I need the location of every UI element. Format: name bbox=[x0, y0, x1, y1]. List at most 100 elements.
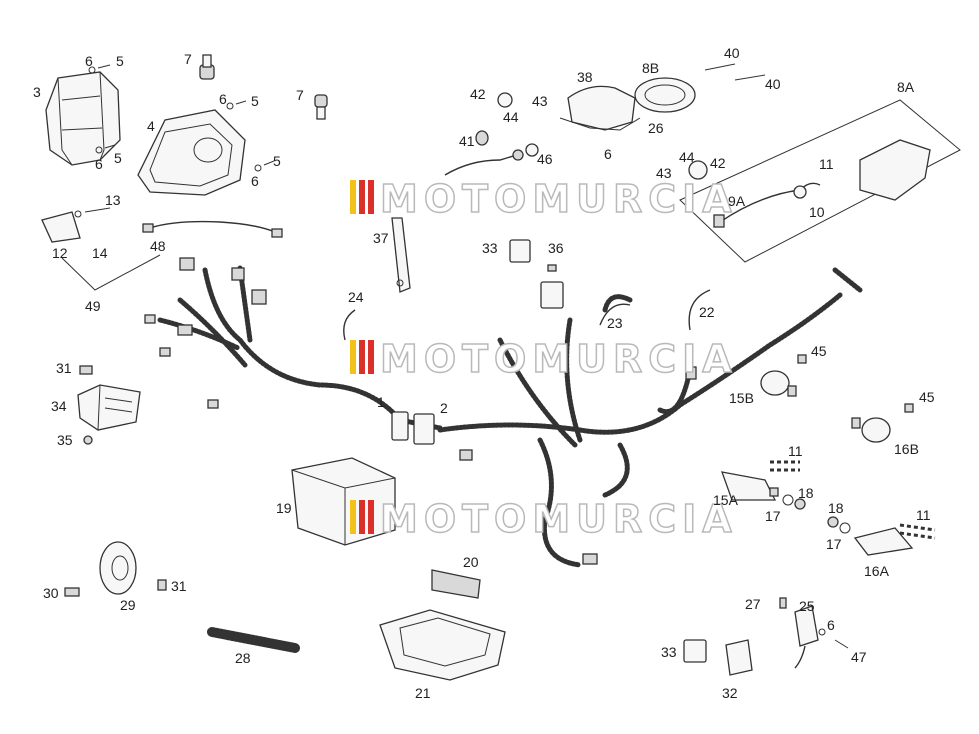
label-3: 3 bbox=[33, 84, 41, 100]
label-8b: 8B bbox=[642, 60, 659, 76]
relay-36 bbox=[540, 264, 564, 309]
wire-24 bbox=[343, 309, 356, 341]
label-33: 33 bbox=[482, 240, 498, 256]
label-5: 5 bbox=[251, 93, 259, 109]
svg-text:MOTOMURCIA: MOTOMURCIA bbox=[380, 497, 738, 541]
label-32: 32 bbox=[722, 685, 738, 701]
reflector-42 bbox=[497, 92, 708, 180]
label-11: 11 bbox=[916, 507, 931, 523]
svg-text:MOTOMURCIA: MOTOMURCIA bbox=[380, 337, 738, 381]
label-4: 4 bbox=[147, 118, 155, 134]
wire-23 bbox=[599, 303, 631, 326]
label-37: 37 bbox=[373, 230, 389, 246]
label-6: 6 bbox=[95, 156, 103, 172]
label-20: 20 bbox=[463, 554, 479, 570]
label-42: 42 bbox=[710, 155, 726, 171]
holder-32 bbox=[725, 639, 753, 676]
label-49: 49 bbox=[85, 298, 101, 314]
label-19: 19 bbox=[276, 500, 292, 516]
screws-11 bbox=[770, 460, 936, 540]
battery-tray-21 bbox=[379, 609, 506, 681]
spring-28 bbox=[207, 627, 300, 653]
label-28: 28 bbox=[235, 650, 251, 666]
label-17: 17 bbox=[826, 536, 842, 552]
label-11: 11 bbox=[788, 443, 803, 459]
label-44: 44 bbox=[503, 109, 519, 125]
label-48: 48 bbox=[150, 238, 166, 254]
label-2: 2 bbox=[440, 400, 448, 416]
label-18: 18 bbox=[828, 500, 844, 516]
label-16a: 16A bbox=[864, 563, 890, 579]
label-21: 21 bbox=[415, 685, 431, 701]
bulb-7a bbox=[199, 54, 215, 80]
label-41: 41 bbox=[459, 133, 475, 149]
label-1: 1 bbox=[377, 394, 385, 410]
rear-light-38 bbox=[559, 85, 641, 131]
label-6: 6 bbox=[219, 91, 227, 107]
detail-box-8a bbox=[679, 99, 961, 263]
label-5: 5 bbox=[114, 150, 122, 166]
label-11: 11 bbox=[819, 156, 834, 172]
connector-2 bbox=[413, 413, 435, 445]
label-29: 29 bbox=[120, 597, 136, 613]
label-36: 36 bbox=[548, 240, 564, 256]
label-10: 10 bbox=[809, 204, 825, 220]
label-15b: 15B bbox=[729, 390, 754, 406]
watermark-bottom: MOTOMURCIA bbox=[350, 496, 738, 542]
label-42: 42 bbox=[470, 86, 486, 102]
headlight-assembly-4 bbox=[137, 109, 246, 196]
label-13: 13 bbox=[105, 192, 121, 208]
label-30: 30 bbox=[43, 585, 59, 601]
label-25: 25 bbox=[799, 598, 815, 614]
strap-37 bbox=[391, 217, 411, 293]
label-9a: 9A bbox=[728, 193, 746, 209]
label-6: 6 bbox=[604, 146, 612, 162]
label-6: 6 bbox=[85, 53, 93, 69]
label-40: 40 bbox=[765, 76, 781, 92]
indicator-15b bbox=[760, 354, 807, 397]
regulator-34 bbox=[77, 365, 141, 445]
screws-and-washers bbox=[88, 64, 275, 172]
indicator-15a bbox=[721, 471, 806, 510]
label-7: 7 bbox=[296, 87, 304, 103]
label-27: 27 bbox=[745, 596, 761, 612]
svg-text:MOTOMURCIA: MOTOMURCIA bbox=[380, 177, 738, 221]
label-22: 22 bbox=[699, 304, 715, 320]
harness-connectors bbox=[144, 257, 697, 565]
label-44: 44 bbox=[679, 149, 695, 165]
bulb-holder-46 bbox=[444, 130, 539, 176]
headlight-housing-3 bbox=[45, 71, 121, 166]
label-31: 31 bbox=[56, 360, 72, 376]
label-38: 38 bbox=[577, 69, 593, 85]
label-5: 5 bbox=[116, 53, 124, 69]
label-23: 23 bbox=[607, 315, 623, 331]
cable-48 bbox=[142, 220, 283, 238]
label-45: 45 bbox=[919, 389, 935, 405]
indicator-16a bbox=[827, 516, 914, 556]
label-18: 18 bbox=[798, 485, 814, 501]
part-labels: 3 6 5 6 5 7 4 6 5 7 5 6 13 12 14 48 49 3… bbox=[33, 45, 935, 701]
label-5: 5 bbox=[273, 153, 281, 169]
connector-1 bbox=[391, 411, 409, 441]
label-14: 14 bbox=[92, 245, 108, 261]
label-12: 12 bbox=[52, 245, 68, 261]
label-6: 6 bbox=[827, 617, 835, 633]
indicator-lens-12 bbox=[41, 207, 111, 243]
indicator-16b bbox=[851, 403, 914, 443]
wire-22 bbox=[688, 289, 711, 331]
label-17: 17 bbox=[765, 508, 781, 524]
rear-light-lens-8b bbox=[634, 77, 696, 113]
label-7: 7 bbox=[184, 51, 192, 67]
horn-29 bbox=[64, 541, 167, 597]
watermark-middle: MOTOMURCIA bbox=[350, 336, 738, 382]
label-40: 40 bbox=[724, 45, 740, 61]
label-47: 47 bbox=[851, 649, 867, 665]
label-43: 43 bbox=[656, 165, 672, 181]
bolts-40 bbox=[704, 63, 766, 81]
watermark-top: MOTOMURCIA bbox=[350, 176, 738, 222]
label-8a: 8A bbox=[897, 79, 915, 95]
label-46: 46 bbox=[537, 151, 553, 167]
label-15a: 15A bbox=[713, 492, 739, 508]
